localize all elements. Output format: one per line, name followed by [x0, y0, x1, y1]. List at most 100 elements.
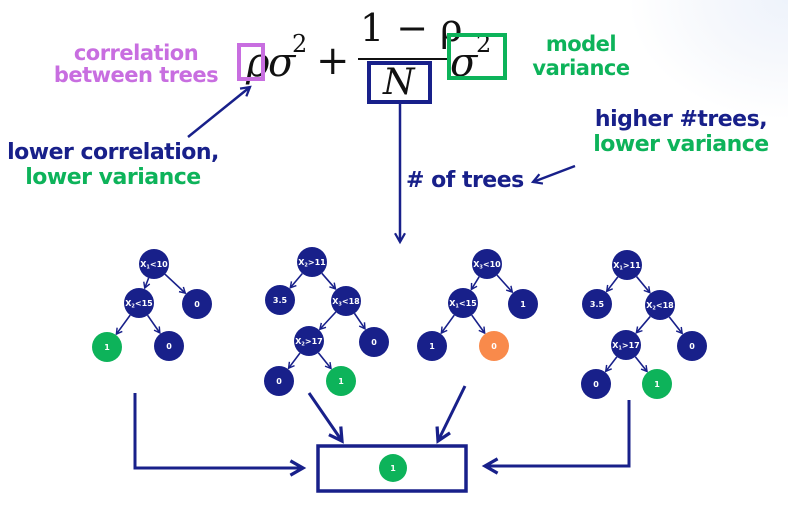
node-circle	[582, 289, 612, 319]
node-circle	[479, 331, 509, 361]
node-label: 3.5	[273, 296, 288, 305]
leaf-node: 1	[417, 331, 447, 361]
model-variance-line1: model	[545, 32, 617, 56]
tree-edge	[605, 276, 619, 293]
result-label: 1	[390, 464, 396, 473]
lower-correlation-label: lower correlation, lower variance	[2, 140, 224, 190]
split-node: X1<15	[448, 288, 478, 318]
sigma-highlight-box	[447, 33, 507, 80]
split-node: X2>17	[294, 326, 324, 356]
node-circle	[139, 249, 169, 279]
node-circle	[581, 369, 611, 399]
node-circle	[645, 290, 675, 320]
split-node: X3<10	[472, 249, 502, 279]
node-label: 0	[371, 338, 377, 347]
node-label: X1<15	[449, 299, 477, 310]
tree-edge	[289, 272, 303, 289]
tree-edge	[287, 352, 301, 370]
result-node: 1	[379, 454, 407, 482]
result-box	[316, 444, 468, 493]
tree-edge	[318, 311, 337, 331]
node-circle	[508, 289, 538, 319]
split-node: X1>17	[611, 330, 641, 360]
node-label: X1<10	[140, 260, 168, 271]
model-variance-line2: variance	[532, 56, 630, 80]
split-node: X3<18	[331, 286, 361, 316]
node-label: 1	[520, 300, 526, 309]
node-label: 3.5	[590, 300, 605, 309]
node-circle	[92, 332, 122, 362]
correlation-label-line1: correlation	[73, 41, 199, 65]
result-circle	[379, 454, 407, 482]
tree-edge	[317, 352, 332, 370]
node-label: 1	[338, 377, 344, 386]
node-circle	[297, 247, 327, 277]
tree-edge	[470, 276, 480, 291]
tree-edge	[321, 272, 337, 291]
tree-edge	[635, 315, 651, 334]
tree-edge	[143, 277, 151, 290]
formula-sigma-1: σ	[268, 40, 296, 86]
leaf-node: 0	[581, 369, 611, 399]
tree3-to-result-arrow	[435, 385, 467, 444]
rho-highlight-box	[237, 43, 265, 81]
fraction-bar	[358, 58, 448, 60]
formula-exp-1: 2	[292, 30, 308, 58]
tree-edge	[471, 314, 486, 335]
node-label: 0	[194, 300, 200, 309]
model-variance-label: model variance	[520, 32, 642, 80]
leaf-node: 0	[479, 331, 509, 361]
leaf-node: 0	[154, 331, 184, 361]
split-node: X2<15	[124, 288, 154, 318]
formula-numerator: 1 − ρ	[360, 6, 463, 50]
node-circle	[612, 250, 642, 280]
leaf-node: 3.5	[265, 285, 295, 315]
node-circle	[264, 366, 294, 396]
node-label: 0	[593, 380, 599, 389]
node-label: 1	[104, 343, 110, 352]
node-label: 0	[689, 342, 695, 351]
leaf-node: 1	[326, 366, 356, 396]
tree-edge	[635, 276, 651, 294]
tree-edge	[353, 312, 366, 330]
tree-edge	[164, 273, 187, 295]
node-label: X2>11	[298, 258, 326, 269]
leaf-node: 0	[359, 327, 389, 357]
node-circle	[472, 249, 502, 279]
formula-exp-2: 2	[476, 30, 492, 58]
correlation-arrow	[187, 85, 252, 138]
split-node: X2<18	[645, 290, 675, 320]
leaf-node: 1	[508, 289, 538, 319]
node-label: X1>17	[612, 341, 640, 352]
node-circle	[359, 327, 389, 357]
node-circle	[294, 326, 324, 356]
tree-edge	[440, 314, 455, 335]
node-circle	[154, 331, 184, 361]
n-highlight-box	[367, 61, 432, 104]
leaf-node: 1	[642, 369, 672, 399]
node-circle	[265, 285, 295, 315]
tree-edge	[604, 356, 618, 373]
correlation-label: correlation between trees	[46, 42, 226, 86]
leaf-node: 1	[92, 332, 122, 362]
node-label: 0	[166, 342, 172, 351]
higher-trees-label: higher #trees, lower variance	[585, 107, 777, 157]
correlation-label-line2: between trees	[53, 63, 219, 87]
lower-correlation-line2: lower variance	[25, 165, 201, 190]
leaf-node: 0	[182, 289, 212, 319]
node-circle	[417, 331, 447, 361]
formula-denominator: N	[383, 62, 415, 103]
num-trees-label: # of trees	[406, 168, 524, 193]
node-circle	[331, 286, 361, 316]
split-node: X1<10	[139, 249, 169, 279]
leaf-node: 0	[264, 366, 294, 396]
tree4-to-result-arrow	[481, 400, 631, 475]
node-circle	[326, 366, 356, 396]
tree-edge	[115, 314, 131, 336]
node-label: X1>11	[613, 261, 641, 272]
higher-trees-line1: higher #trees,	[594, 107, 768, 132]
